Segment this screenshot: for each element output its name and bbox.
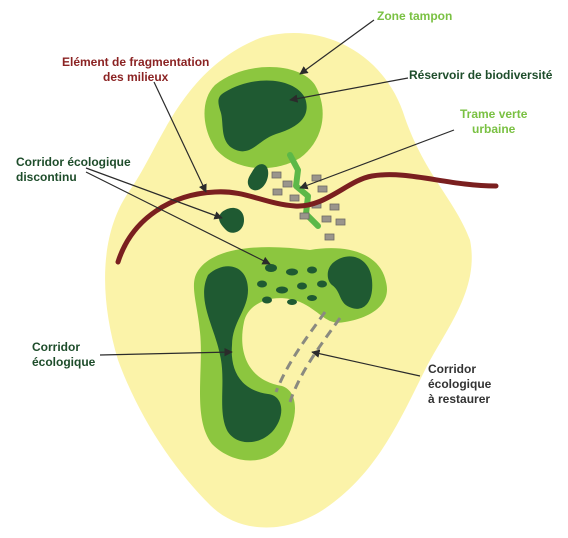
label-corridor-ecologique: Corridor écologique bbox=[32, 340, 95, 370]
label-corridor-a-restaurer: Corridor écologique à restaurer bbox=[428, 362, 491, 407]
label-element-fragmentation: Elément de fragmentation des milieux bbox=[62, 55, 209, 85]
label-corridor-line1: Corridor bbox=[32, 340, 95, 355]
label-corridor-discontinu-line2: discontinu bbox=[16, 170, 131, 185]
label-corridor-discontinu-line1: Corridor écologique bbox=[16, 155, 131, 170]
label-corridor-restaurer-line2: écologique bbox=[428, 377, 491, 392]
label-zone-tampon: Zone tampon bbox=[377, 9, 452, 24]
label-trame-verte-line2: urbaine bbox=[460, 122, 527, 137]
label-fragmentation-line2: des milieux bbox=[62, 70, 209, 85]
label-fragmentation-line1: Elément de fragmentation bbox=[62, 55, 209, 70]
label-corridor-restaurer-line1: Corridor bbox=[428, 362, 491, 377]
label-trame-verte-line1: Trame verte bbox=[460, 107, 527, 122]
label-corridor-line2: écologique bbox=[32, 355, 95, 370]
label-corridor-discontinu: Corridor écologique discontinu bbox=[16, 155, 131, 185]
label-corridor-restaurer-line3: à restaurer bbox=[428, 392, 491, 407]
label-reservoir-biodiversite: Réservoir de biodiversité bbox=[409, 68, 552, 83]
label-trame-verte-urbaine: Trame verte urbaine bbox=[460, 107, 527, 137]
